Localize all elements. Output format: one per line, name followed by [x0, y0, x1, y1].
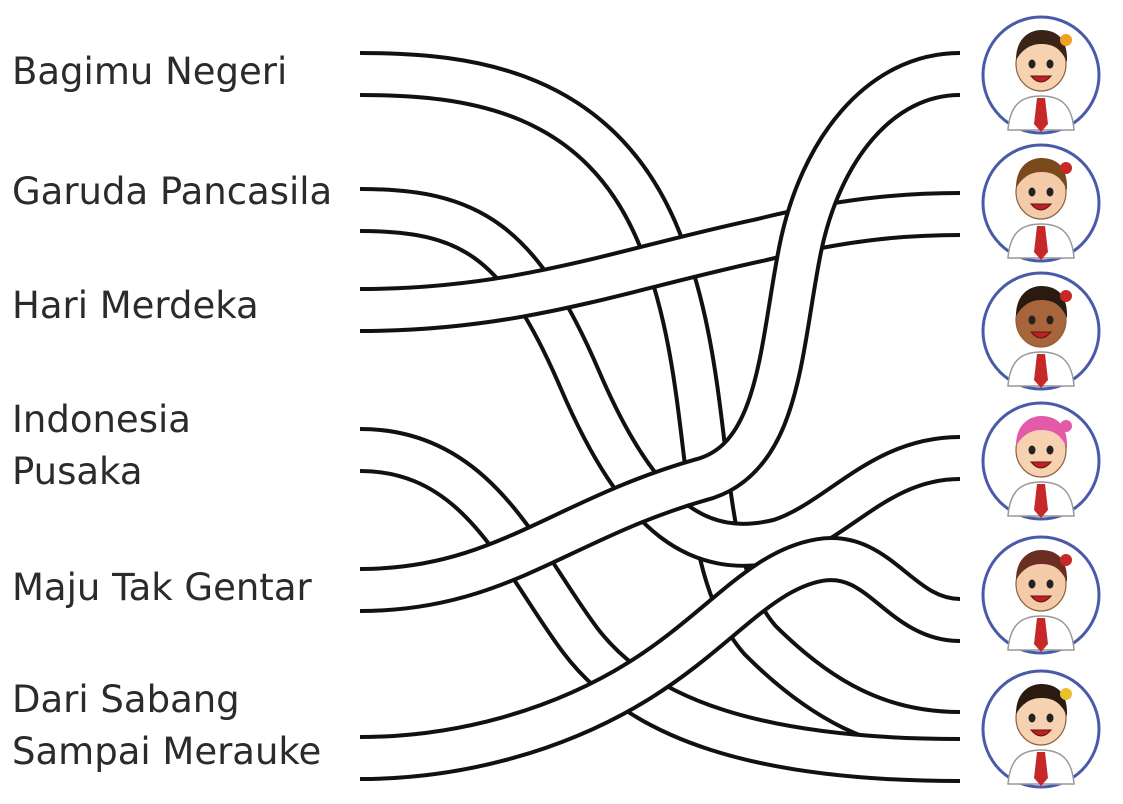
boy-glasses-avatar: [978, 532, 1104, 662]
boy-curly-hair-avatar: [978, 268, 1104, 398]
avatar-slot-4[interactable]: [978, 398, 1104, 524]
maze-path: [360, 74, 960, 733]
maze-path-rail: [360, 74, 960, 733]
avatar-slot-6[interactable]: [978, 666, 1104, 792]
avatar-slot-2[interactable]: [978, 140, 1104, 266]
girl-bow-avatar: [978, 666, 1104, 796]
avatar-slot-5[interactable]: [978, 532, 1104, 658]
avatar-slot-1[interactable]: [978, 12, 1104, 138]
maze-path-track: [360, 74, 960, 733]
boy-brown-hair-avatar: [978, 140, 1104, 270]
maze-paths: [360, 74, 960, 760]
girl-pink-hijab-avatar: [978, 398, 1104, 528]
girl-headband-avatar: [978, 12, 1104, 142]
avatar-slot-3[interactable]: [978, 268, 1104, 394]
